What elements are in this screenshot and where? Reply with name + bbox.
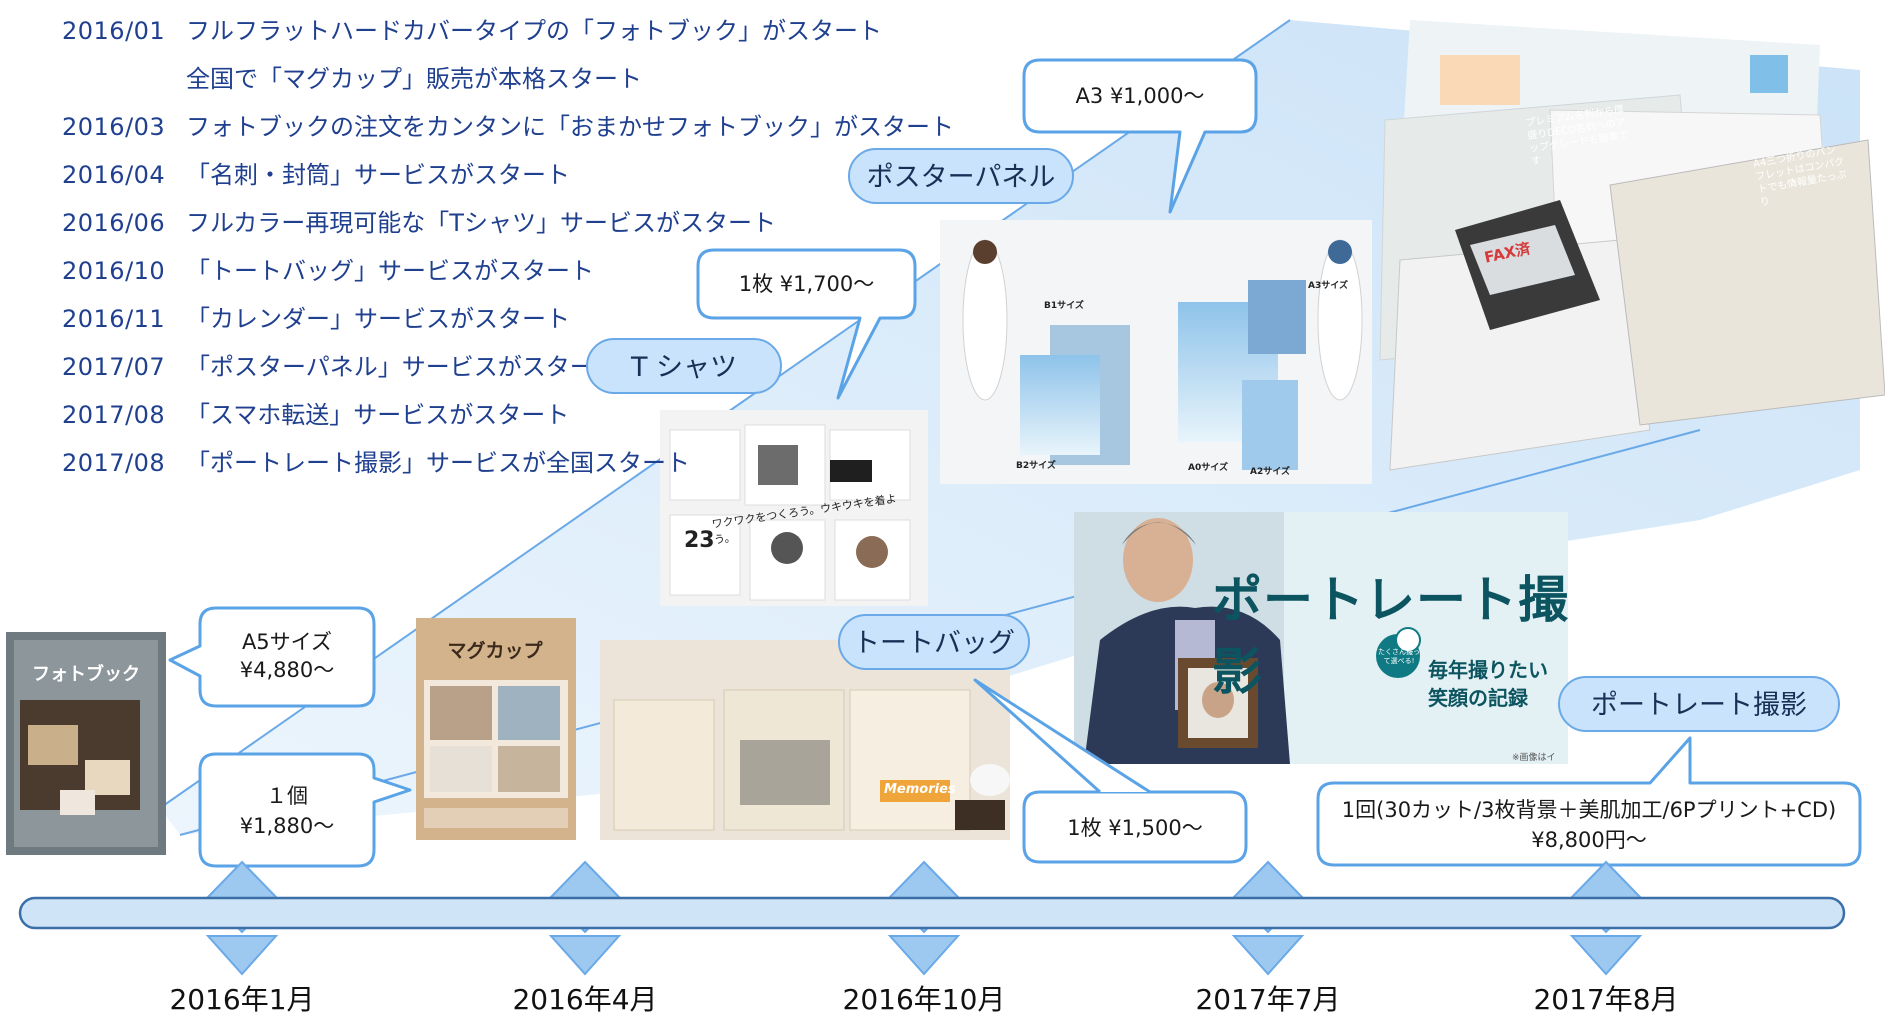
history-date: 2016/03	[62, 113, 166, 141]
history-item: 2016/06 フルカラー再現可能な「Tシャツ」サービスがスタート	[62, 206, 776, 240]
timeline-label: 2017年7月	[1195, 983, 1341, 1016]
history-item: 2017/08 「スマホ転送」サービスがスタート	[62, 398, 569, 432]
history-item: 2016/11 「カレンダー」サービスがスタート	[62, 302, 570, 336]
history-text: 全国で「マグカップ」販売が本格スタート	[186, 65, 642, 93]
timeline-label: 2016年4月	[512, 983, 658, 1016]
history-item: 全国で「マグカップ」販売が本格スタート	[62, 62, 642, 96]
photobook-size: A5サイズ	[241, 630, 333, 654]
portrait-detail: 1回(30カット/3枚背景＋美肌加工/6Pプリント+CD)	[1341, 798, 1837, 822]
history-item: 2017/07 「ポスターパネル」サービスがスタート	[62, 350, 618, 384]
history-text: 「カレンダー」サービスがスタート	[186, 305, 570, 333]
callout-tshirt-price	[696, 248, 917, 400]
mug-photo	[416, 618, 576, 840]
history-item: 2016/10 「トートバッグ」サービスがスタート	[62, 254, 594, 288]
portrait-price: ¥8,800円～	[1531, 828, 1647, 852]
timeline-label: 2017年8月	[1533, 983, 1679, 1016]
timeline-bar	[18, 860, 1846, 976]
history-item: 2016/03 フォトブックの注文をカンタンに「おまかせフォトブック」がスタート	[62, 110, 954, 144]
tote-bag-photo	[600, 640, 1010, 840]
history-date: 2017/08	[62, 449, 166, 477]
poster-price: A3 ¥1,000～	[1075, 84, 1205, 108]
callout-portrait-price	[1316, 736, 1862, 867]
history-date: 2016/01	[62, 17, 166, 45]
history-text: 「ポスターパネル」サービスがスタート	[186, 353, 618, 381]
history-date: 2016/04	[62, 161, 166, 189]
history-item: 2016/01 フルフラットハードカバータイプの「フォトブック」がスタート	[62, 14, 882, 48]
history-date: 2017/08	[62, 401, 166, 429]
photobook-photo	[6, 632, 166, 855]
history-item: 2016/04 「名刺・封筒」サービスがスタート	[62, 158, 570, 192]
history-text: フルカラー再現可能な「Tシャツ」サービスがスタート	[186, 209, 776, 237]
callout-poster-price	[1022, 58, 1258, 214]
history-date: 2016/10	[62, 257, 166, 285]
timeline-label: 2016年1月	[169, 983, 315, 1016]
business-card-photo	[1379, 20, 1885, 471]
tote-price: 1枚 ¥1,500～	[1067, 816, 1203, 840]
history-date: 2017/07	[62, 353, 166, 381]
history-text: フォトブックの注文をカンタンに「おまかせフォトブック」がスタート	[186, 113, 954, 141]
history-text: 「ポートレート撮影」サービスが全国スタート	[186, 449, 690, 477]
pill-poster-panel: ポスターパネル	[848, 148, 1074, 204]
history-date: 2016/11	[62, 305, 166, 333]
mug-unit: １個	[266, 784, 308, 808]
history-item: 2017/08 「ポートレート撮影」サービスが全国スタート	[62, 446, 690, 480]
history-text: 「名刺・封筒」サービスがスタート	[186, 161, 570, 189]
timeline-label: 2016年10月	[842, 983, 1006, 1016]
callout-photobook-price	[168, 606, 376, 708]
pill-tshirt: T シャツ	[586, 338, 782, 394]
history-text: 「スマホ転送」サービスがスタート	[186, 401, 570, 429]
tshirt-photo	[660, 410, 928, 606]
photobook-price: ¥4,880～	[239, 658, 335, 682]
callout-tote-price	[973, 678, 1248, 864]
mug-price: ¥1,880～	[239, 814, 335, 838]
portrait-photo	[1074, 512, 1568, 764]
tshirt-price: 1枚 ¥1,700～	[738, 272, 875, 296]
pill-tote-bag: トートバッグ	[838, 614, 1030, 670]
history-text: フルフラットハードカバータイプの「フォトブック」がスタート	[186, 17, 882, 45]
poster-panel-photo	[940, 220, 1372, 484]
pill-portrait: ポートレート撮影	[1558, 676, 1840, 732]
history-date: 2016/06	[62, 209, 166, 237]
history-text: 「トートバッグ」サービスがスタート	[186, 257, 594, 285]
callout-mug-price	[198, 752, 412, 868]
